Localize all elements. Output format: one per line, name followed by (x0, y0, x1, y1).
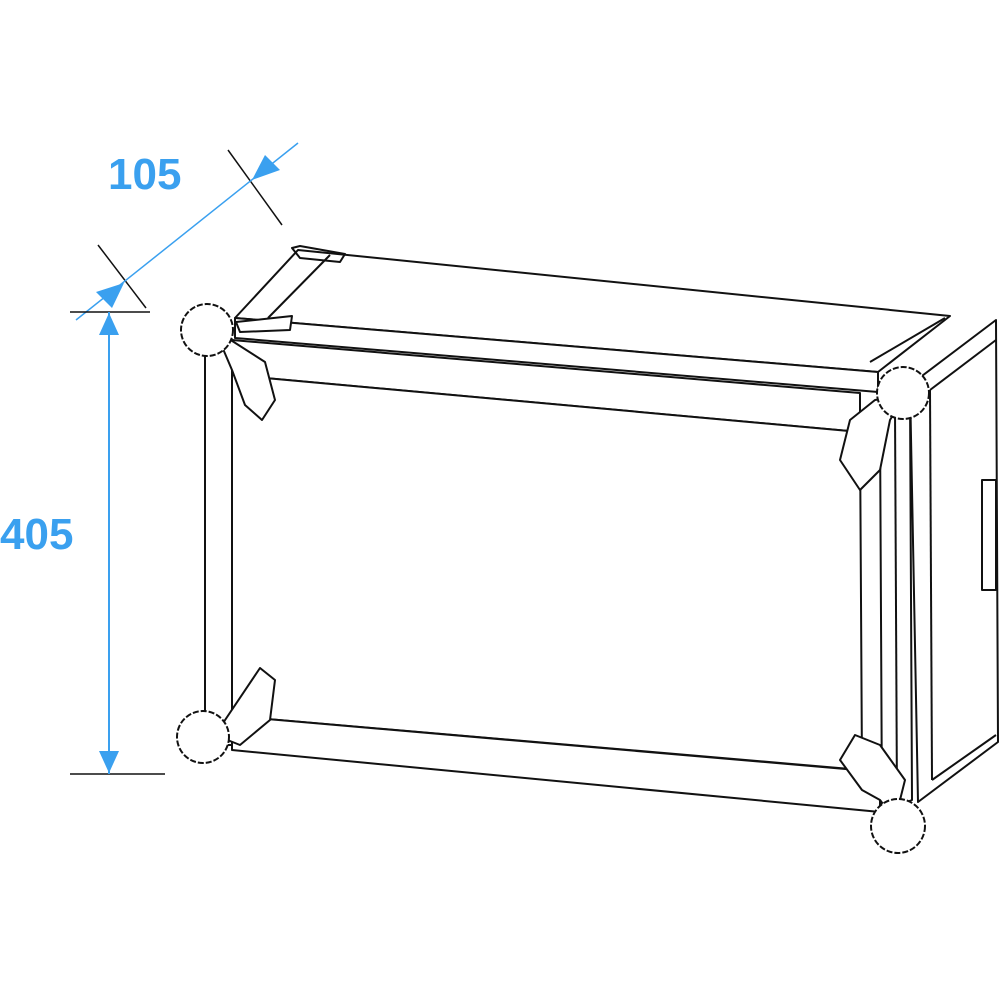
ball-corner (870, 798, 926, 854)
right-side-edge (931, 734, 997, 781)
top-face-edge (267, 254, 331, 319)
arrowhead (99, 751, 119, 773)
extension-line (97, 244, 147, 309)
corner-bracket (214, 667, 276, 746)
top-face-edge (869, 317, 946, 363)
corner-bracket (839, 734, 906, 821)
dimension-height (70, 311, 165, 775)
arrowhead (96, 283, 124, 308)
depth-label: 105 (108, 150, 182, 199)
ball-corner (876, 366, 930, 420)
corner-bracket (214, 329, 276, 421)
rack-case-icon (176, 245, 999, 854)
dimension-depth (75, 142, 299, 321)
arrowhead (99, 313, 119, 335)
right-side-edge (929, 389, 933, 781)
right-side-edge (929, 339, 997, 391)
front-panel (231, 374, 863, 771)
ball-corner (176, 710, 230, 764)
height-label: 405 (0, 510, 74, 559)
right-stile-edge (894, 409, 898, 806)
top-latch (291, 245, 346, 263)
side-handle (981, 479, 997, 591)
arrowhead (252, 155, 280, 180)
corner-bracket (839, 394, 906, 491)
extension-line (227, 149, 283, 226)
left-stile (204, 344, 233, 746)
ball-corner (180, 303, 234, 357)
top-hinge (235, 315, 293, 333)
